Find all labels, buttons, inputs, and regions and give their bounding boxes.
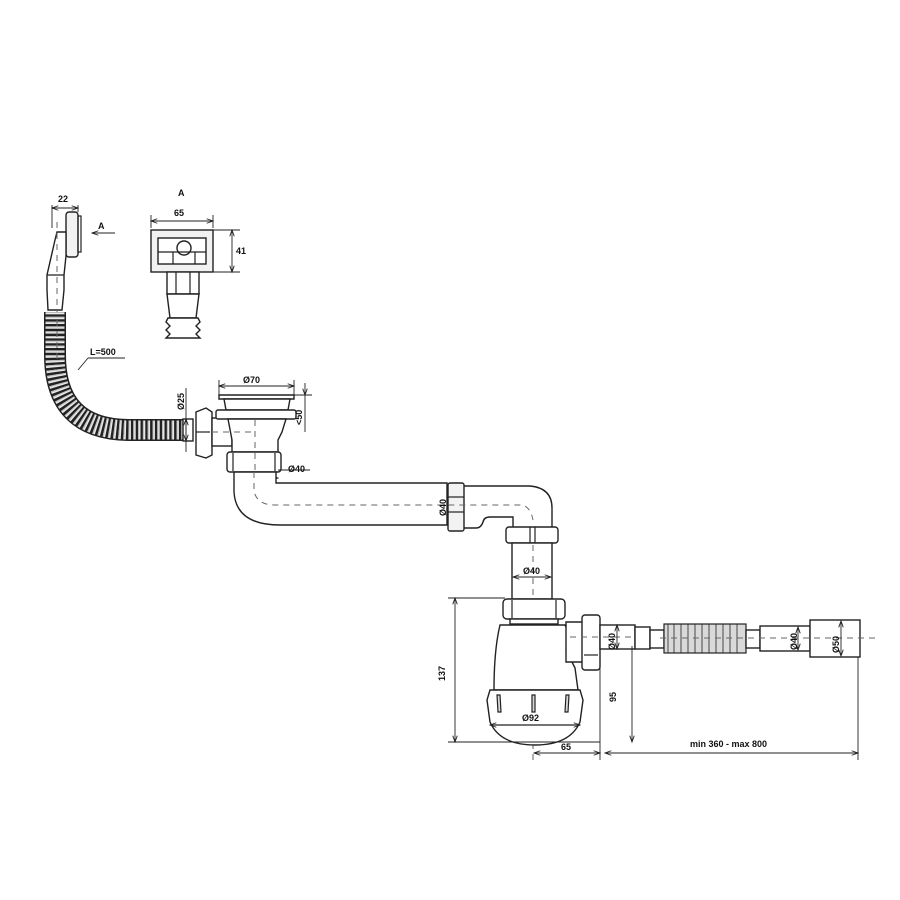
dim-strainer-dia: Ø70: [243, 375, 260, 385]
dim-overflow-depth: 22: [58, 194, 68, 204]
view-a-label: A: [178, 188, 185, 198]
dim-side-outlet-dia: Ø40: [607, 633, 617, 650]
dim-overflow-height: 41: [236, 246, 246, 256]
overflow-side-view: [46, 205, 115, 330]
dim-horizontal-pipe-dia: Ø40: [438, 499, 448, 516]
siphon-bottle: [448, 598, 858, 760]
dim-outlet-dia: Ø40: [288, 464, 305, 474]
dim-overflow-pipe-dia: Ø25: [176, 393, 186, 410]
dim-overflow-width: 65: [174, 208, 184, 218]
strainer-body: [186, 380, 312, 485]
overflow-front-view: [151, 215, 240, 339]
arrow-a-label: A: [98, 221, 105, 231]
outlet-hose: [634, 619, 880, 658]
dim-bottle-dia: Ø92: [522, 713, 539, 723]
dim-hose-length: L=500: [90, 347, 116, 357]
dim-hose-end-dia: Ø40: [789, 633, 799, 650]
dim-side-offset: 65: [561, 742, 571, 752]
dim-side-outlet-height: 95: [608, 692, 618, 702]
dim-strainer-depth: <50: [294, 410, 304, 425]
vertical-pipe: [505, 526, 559, 760]
dim-hose-range: min 360 - max 800: [690, 739, 767, 749]
dim-vertical-pipe-dia: Ø40: [523, 566, 540, 576]
horizontal-pipe: [233, 471, 553, 532]
dim-siphon-height: 137: [437, 666, 447, 681]
dim-connector-dia: Ø50: [831, 636, 841, 653]
